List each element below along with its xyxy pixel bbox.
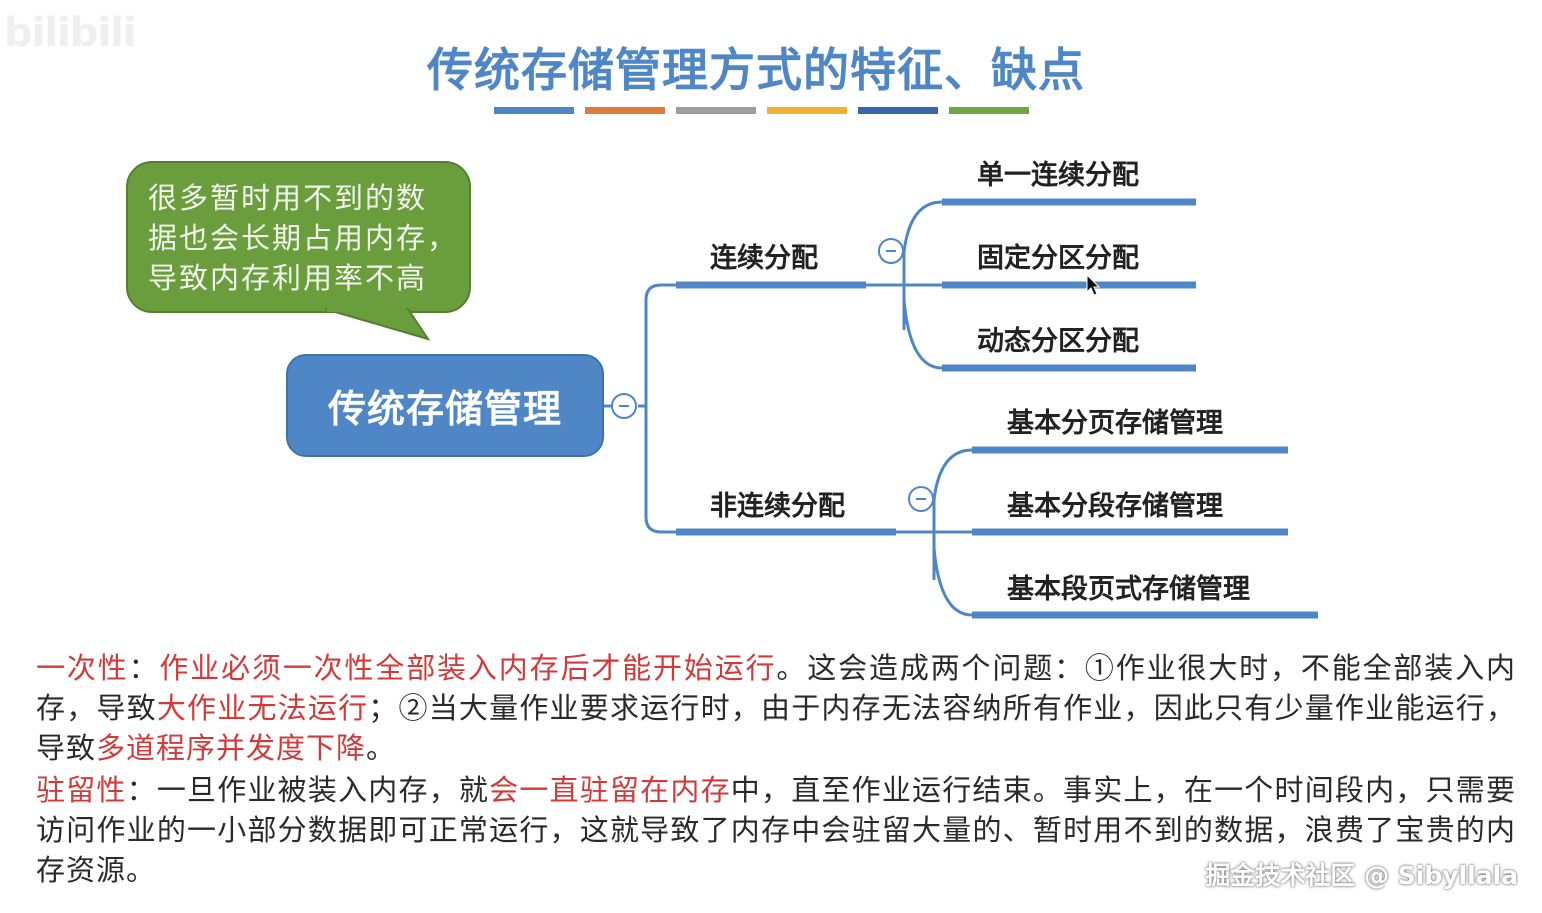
title-underline-bar [767,107,847,114]
text: ；②当大量作业要求运行时，由于内存无法容纳所有作业，因此只有少量作业能运行，导致 [36,691,1516,765]
leaf-dynamic-partition: 动态分区分配 [977,326,1139,357]
explanation-text: 一次性：作业必须一次性全部装入内存后才能开始运行。这会造成两个问题：①作业很大时… [36,648,1516,890]
paragraph-one-time: 一次性：作业必须一次性全部装入内存后才能开始运行。这会造成两个问题：①作业很大时… [36,648,1516,768]
highlight: 多道程序并发度下降 [96,731,367,765]
highlight: 作业必须一次性全部装入内存后才能开始运行 [159,651,777,685]
branch-noncontinuous: 非连续分配 [710,491,845,522]
leaf-segmentation: 基本分段存储管理 [1007,491,1223,522]
callout-line: 导致内存利用率不高 [148,261,428,295]
text: 。 [366,731,397,765]
collapse-icon-continuous[interactable] [878,238,904,264]
collapse-icon-root[interactable] [611,393,637,419]
title-underline-bar [676,107,756,114]
highlight: 大作业无法运行 [156,691,369,725]
text: 一旦作业被装入内存，就 [156,773,490,807]
bilibili-logo: bilibili [4,10,137,56]
callout-bubble [126,161,471,313]
watermark: 掘金技术社区 @ Sibyllala [1205,861,1518,890]
title-underline-bar [949,107,1029,114]
leaf-fixed-partition: 固定分区分配 [977,243,1139,274]
mouse-cursor-icon [1086,274,1101,296]
text: 中，直至作业运行结束。事实上，在一个时间段内，只需要访问作业的一小部分数据即可正… [36,773,1516,887]
title-underline-bar [585,107,665,114]
term-one-time: 一次性 [36,651,129,685]
branch-continuous: 连续分配 [710,243,818,274]
separator: ： [126,773,157,807]
mindmap-root-node: 传统存储管理 [286,354,604,457]
term-resident: 驻留性 [36,773,127,807]
leaf-segmented-paging: 基本段页式存储管理 [1007,574,1250,605]
title-underline-bar [494,107,574,114]
callout-text: 很多暂时用不到的数 据也会长期占用内存， 导致内存利用率不高 [148,178,478,298]
separator: ： [128,651,160,685]
callout-line: 很多暂时用不到的数 [148,181,428,215]
leaf-paging: 基本分页存储管理 [1007,408,1223,439]
callout-line: 据也会长期占用内存， [148,221,459,255]
leaf-single-contiguous: 单一连续分配 [977,160,1139,191]
root-label: 传统存储管理 [327,387,562,431]
highlight: 会一直驻留在内存 [489,773,731,807]
title-underline-bar [858,107,938,114]
text: 。这会造成两个问题：①作业很大时，不能全部装入内存，导致 [36,651,1516,725]
slide-title: 传统存储管理方式的特征、缺点 [427,43,1085,97]
collapse-icon-noncontinuous[interactable] [908,486,934,512]
paragraph-resident: 驻留性：一旦作业被装入内存，就会一直驻留在内存中，直至作业运行结束。事实上，在一… [36,770,1516,890]
